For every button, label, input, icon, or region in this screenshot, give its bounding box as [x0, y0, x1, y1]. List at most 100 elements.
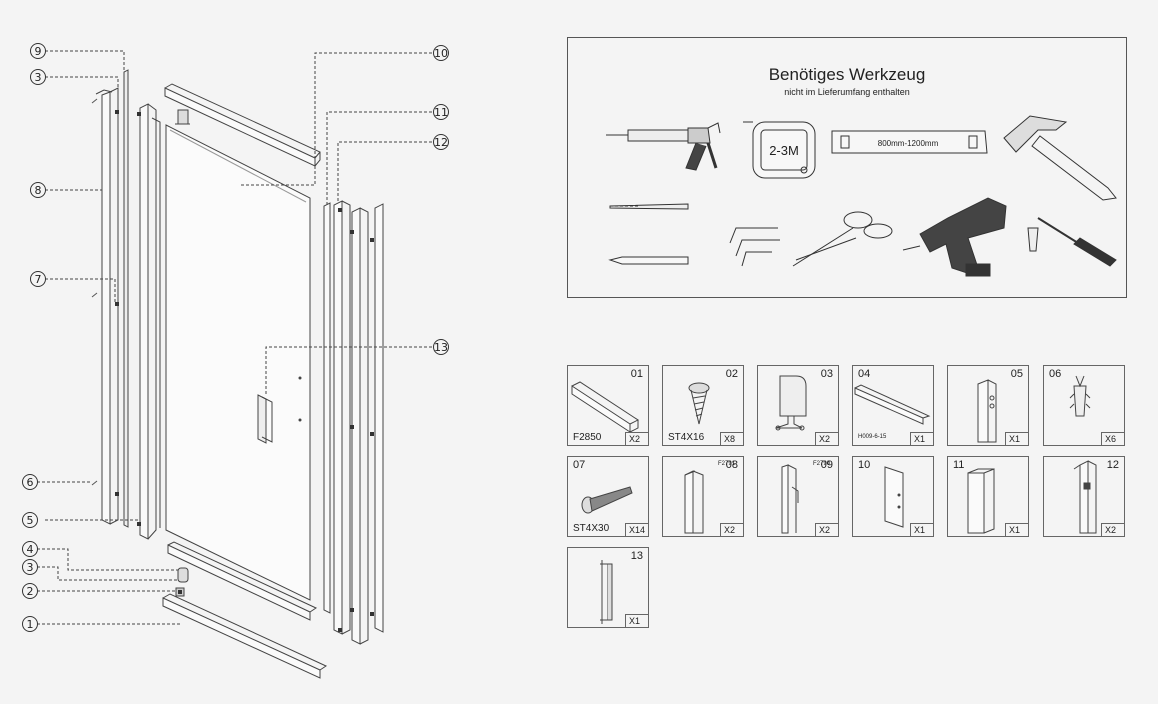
callout-circle	[22, 583, 38, 599]
hammer-icon	[1003, 115, 1117, 201]
part-quantity: X8	[720, 432, 743, 445]
part-code: ST4X16	[668, 432, 705, 443]
part-06-icon	[1069, 375, 1091, 417]
callout-number: 1	[27, 618, 34, 631]
part-quantity: X1	[625, 614, 648, 627]
callout-number: 2	[27, 585, 34, 598]
part-number: 08	[725, 459, 738, 471]
part-number: 02	[725, 368, 738, 380]
callout-circle	[433, 45, 449, 61]
pencil-icon	[608, 256, 689, 265]
part-quantity: X1	[910, 432, 933, 445]
door-profile	[139, 103, 161, 540]
part-quantity: X1	[910, 523, 933, 536]
part-05-icon	[977, 379, 997, 443]
part-number: 09	[820, 459, 833, 471]
part-10-icon	[884, 466, 904, 528]
hex-keys-icon	[729, 227, 780, 267]
part-code: F2791	[717, 461, 735, 467]
part-07-icon	[581, 486, 633, 514]
callout-number: 3	[35, 71, 42, 84]
scissors-icon	[792, 211, 893, 267]
callout-number: 10	[434, 47, 448, 60]
sealing-strip-left	[123, 69, 129, 528]
wall-profile-left	[95, 87, 119, 525]
callout-number: 4	[27, 543, 34, 556]
callout-circle	[30, 43, 46, 59]
callout-number: 9	[35, 45, 42, 58]
part-number: 11	[953, 459, 965, 471]
part-number: 07	[573, 459, 586, 471]
part-13-icon	[600, 560, 613, 624]
callout-number: 3	[27, 561, 34, 574]
callout-circle	[30, 182, 46, 198]
part-03-icon	[775, 375, 807, 431]
drill-bit-icon	[609, 203, 689, 210]
callout-circle	[22, 474, 38, 490]
callout-number: 13	[434, 341, 448, 354]
glass-door-panel	[165, 124, 311, 601]
tools-title: Benötiges Werkzeug	[768, 65, 926, 84]
tape-label: 2-3M	[769, 143, 799, 158]
callout-circle	[22, 541, 38, 557]
tools-subtitle: nicht im Lieferumfang enthalten	[784, 87, 910, 97]
part-quantity: X1	[1005, 523, 1028, 536]
part-quantity: X2	[625, 432, 648, 445]
part-code: F2790	[812, 461, 830, 467]
part-quantity: X2	[720, 523, 743, 536]
callout-number: 7	[35, 273, 42, 286]
callout-circle	[30, 271, 46, 287]
level-label: 800mm-1200mm	[878, 139, 939, 148]
part-09-icon	[781, 464, 799, 534]
part-04-icon	[854, 384, 931, 425]
part-quantity: X2	[1101, 523, 1124, 536]
part-code: F2850	[573, 432, 602, 443]
part-code: H009-6-15	[858, 434, 887, 440]
part-number: 05	[1010, 368, 1023, 380]
bottom-rail	[167, 541, 318, 621]
callout-number: 12	[434, 136, 448, 149]
spirit-level-icon: 800mm-1200mm	[831, 130, 988, 154]
callout-circle	[30, 69, 46, 85]
wall-profile-right	[323, 200, 384, 645]
part-number: 13	[630, 550, 643, 562]
callout-number: 11	[434, 106, 448, 119]
callout-circle	[433, 339, 449, 355]
callout-number: 5	[27, 514, 34, 527]
part-number: 10	[858, 459, 871, 471]
part-quantity: X6	[1101, 432, 1124, 445]
required-tools-panel: Benötiges Werkzeug nicht im Lieferumfang…	[567, 37, 1127, 298]
part-11-icon	[967, 468, 995, 534]
floor-rail	[162, 593, 328, 679]
part-quantity: X14	[624, 523, 648, 536]
part-08-icon	[684, 470, 704, 534]
part-number: 03	[820, 368, 833, 380]
callout-circle	[22, 616, 38, 632]
callout-number: 8	[35, 184, 42, 197]
part-number: 04	[858, 368, 871, 380]
callout-circle	[433, 104, 449, 120]
callout-circle	[22, 559, 38, 575]
tape-measure-icon: 2-3M	[743, 121, 816, 179]
part-code: ST4X30	[573, 523, 610, 534]
part-02-icon	[688, 382, 710, 425]
part-quantity: X1	[1005, 432, 1028, 445]
part-number: 06	[1049, 368, 1062, 380]
callout-circle	[433, 134, 449, 150]
part-number: 01	[630, 368, 643, 380]
